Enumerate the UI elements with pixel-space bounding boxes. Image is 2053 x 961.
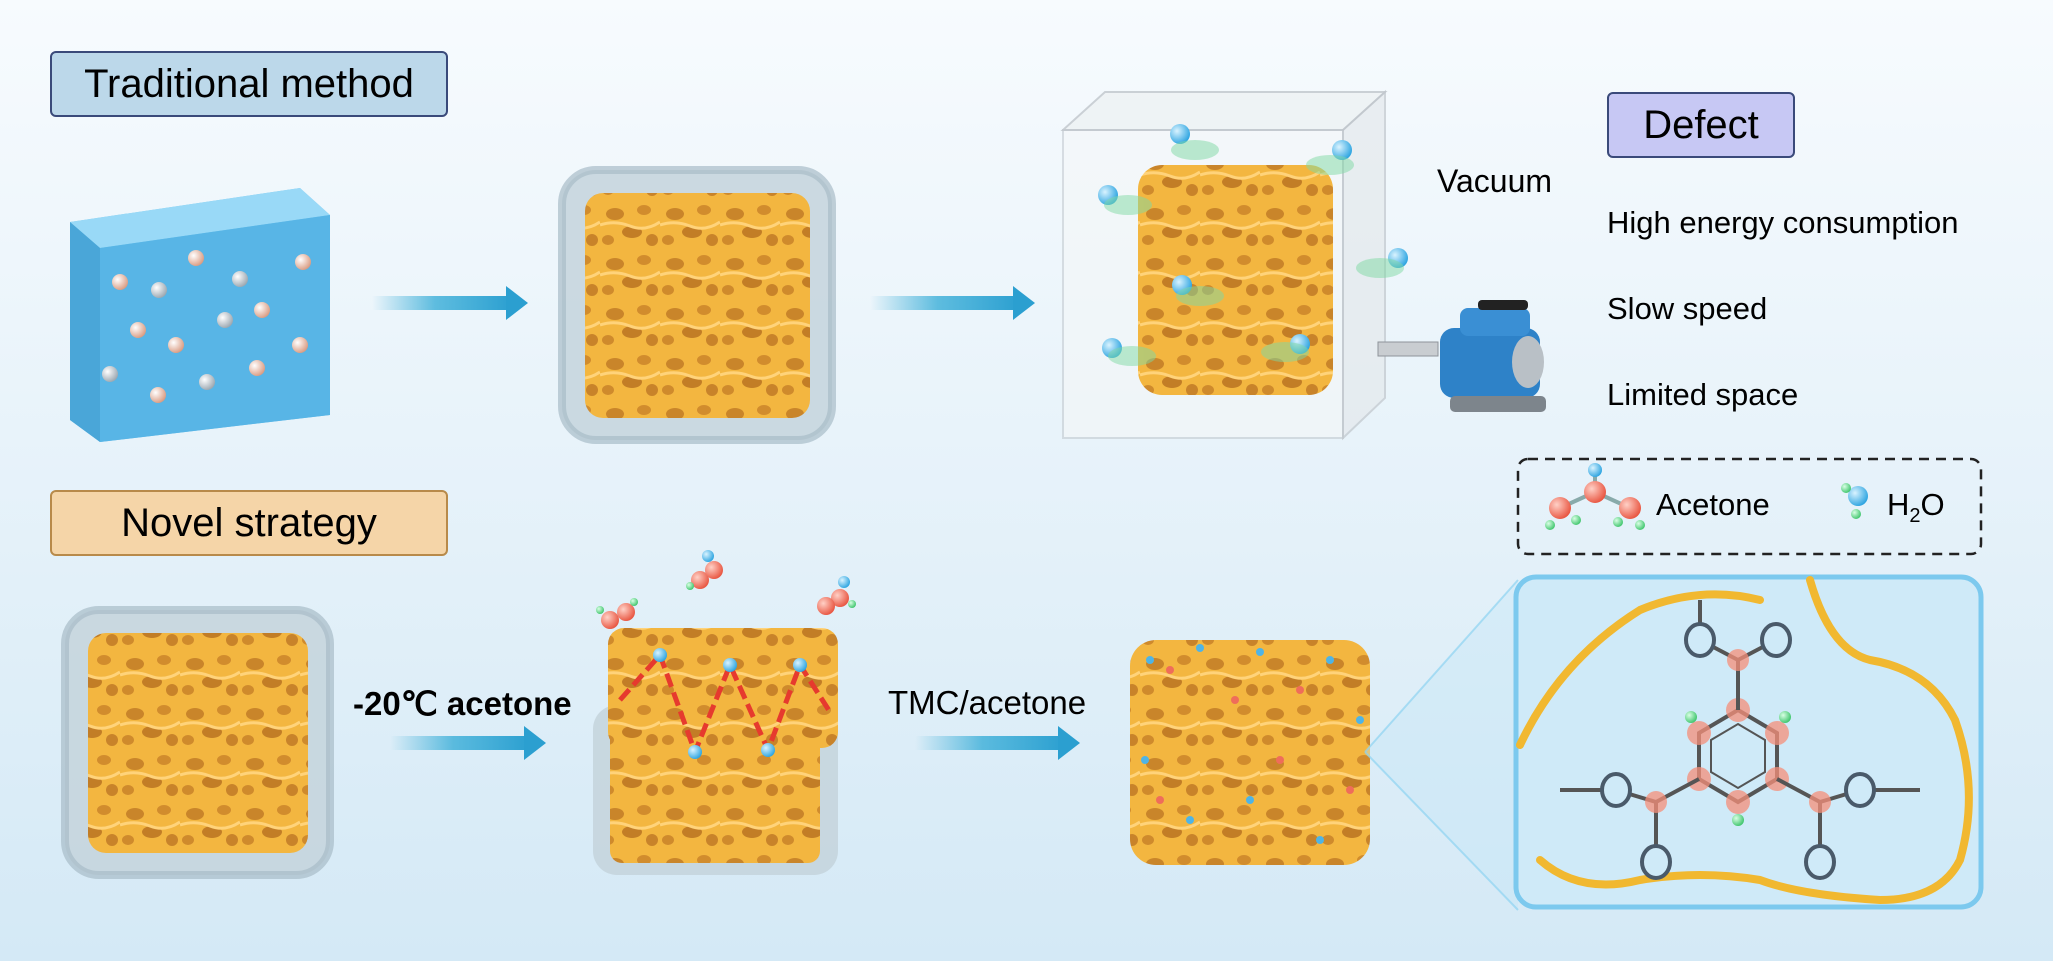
legend-h2o-subscript: 2 bbox=[1909, 505, 1921, 528]
arrow-2 bbox=[870, 286, 1035, 320]
frozen-sponge-cube-2 bbox=[61, 606, 334, 879]
defect-item-energy: High energy consumption bbox=[1607, 205, 1959, 240]
acetone-molecule-icon bbox=[1545, 463, 1645, 530]
vacuum-label: Vacuum bbox=[1437, 163, 1553, 199]
legend-acetone-label: Acetone bbox=[1656, 487, 1770, 522]
defect-title: Defect bbox=[1607, 92, 1795, 158]
molecular-structure-panel bbox=[1513, 574, 1984, 910]
vacuum-chamber bbox=[1060, 89, 1408, 441]
dried-sponge-cube bbox=[1130, 640, 1370, 865]
water-cube bbox=[70, 188, 330, 442]
legend-h2o-o: O bbox=[1920, 487, 1945, 522]
arrow-4 bbox=[915, 726, 1080, 760]
defect-item-speed: Slow speed bbox=[1607, 291, 1768, 326]
solvent-exchange-cube bbox=[593, 628, 838, 875]
novel-strategy-label: Novel strategy bbox=[50, 490, 448, 556]
legend-box bbox=[1516, 457, 1983, 556]
h2o-molecule-icon bbox=[1841, 483, 1868, 519]
defect-item-space: Limited space bbox=[1607, 377, 1799, 412]
legend-h2o-label: H2O bbox=[1887, 487, 1945, 528]
step-label-tmc: TMC/acetone bbox=[888, 684, 1087, 721]
frozen-sponge-cube bbox=[558, 166, 836, 444]
legend-h2o-h: H bbox=[1887, 487, 1910, 522]
vacuum-pump bbox=[1377, 300, 1546, 412]
zoom-beam bbox=[1364, 579, 1519, 911]
dissolved-particles bbox=[102, 250, 311, 403]
escaping-acetone-molecules bbox=[596, 550, 856, 629]
arrow-1 bbox=[372, 286, 528, 320]
arrow-3 bbox=[390, 726, 546, 760]
step-label-acetone: -20℃ acetone bbox=[353, 685, 572, 722]
traditional-method-label: Traditional method bbox=[50, 51, 448, 117]
